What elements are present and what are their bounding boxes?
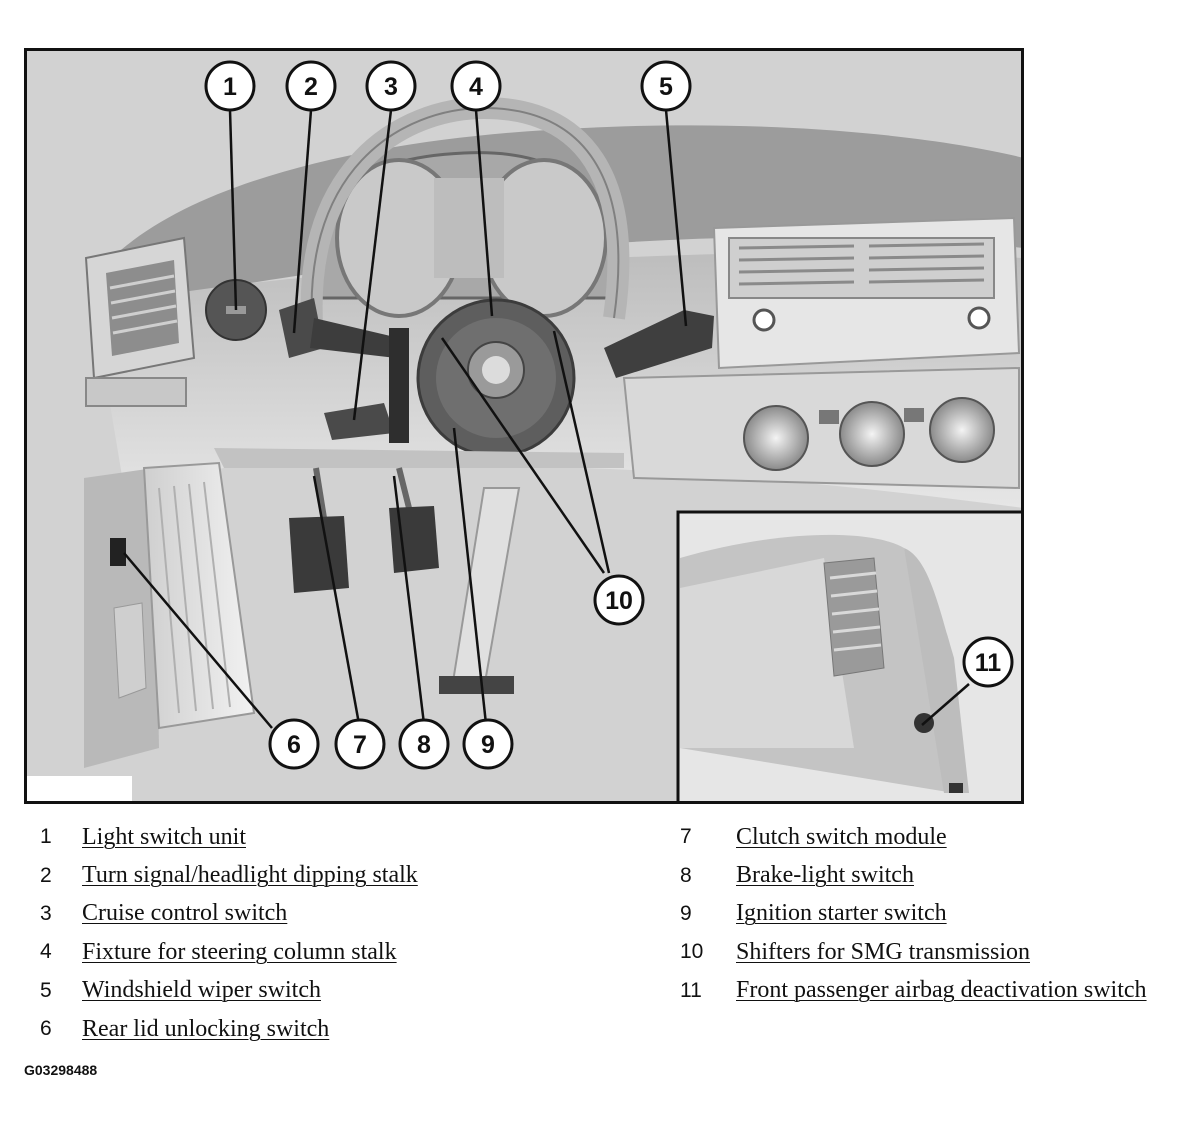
legend-label: Shifters for SMG transmission	[736, 938, 1030, 965]
legend-label: Cruise control switch	[82, 900, 288, 927]
legend-number: 5	[40, 978, 52, 1002]
figure-border	[24, 48, 1024, 804]
svg-text:2: 2	[304, 73, 318, 101]
legend-column-left: 1 Light switch unit 2 Turn signal/headli…	[40, 818, 418, 1048]
legend-label: Rear lid unlocking switch	[82, 1015, 330, 1042]
callout-2: 2	[285, 60, 337, 112]
callout-9: 9	[462, 718, 514, 770]
legend-number: 2	[40, 863, 52, 887]
inset-panel	[676, 510, 1024, 804]
legend-label: Turn signal/headlight dipping stalk	[82, 862, 418, 889]
svg-text:9: 9	[481, 731, 495, 759]
callout-11: 11	[962, 636, 1014, 688]
legend-label: Fixture for steering column stalk	[82, 938, 397, 965]
callout-6: 6	[268, 718, 320, 770]
callout-8: 8	[398, 718, 450, 770]
legend-number: 8	[680, 863, 692, 887]
center-stack	[622, 216, 1021, 490]
wiper-stalk	[604, 310, 714, 378]
svg-text:1: 1	[223, 73, 237, 101]
accelerator-pedal	[439, 487, 521, 694]
legend-number: 7	[680, 825, 692, 849]
svg-text:10: 10	[605, 587, 633, 615]
svg-text:6: 6	[287, 731, 301, 759]
legend-item: 2 Turn signal/headlight dipping stalk	[40, 856, 418, 894]
svg-text:11: 11	[975, 649, 1002, 677]
legend-number: 9	[680, 901, 692, 925]
svg-text:3: 3	[384, 73, 398, 101]
inset-air-vent	[823, 557, 885, 677]
callout-4: 4	[450, 60, 502, 112]
dashboard-diagram: 1 2 3 4 5 6 7	[24, 48, 1024, 804]
turn-signal-stalk	[279, 298, 399, 358]
legend-label: Clutch switch module	[736, 823, 947, 850]
legend-label: Windshield wiper switch	[82, 977, 321, 1004]
callout-10: 10	[593, 574, 645, 626]
legend-number: 11	[680, 978, 702, 1002]
legend-item: 7 Clutch switch module	[680, 818, 1147, 856]
legend-number: 6	[40, 1017, 52, 1041]
legend-number: 1	[40, 825, 52, 849]
legend-column-right: 7 Clutch switch module 8 Brake-light swi…	[680, 818, 1147, 1010]
legend-item: 9 Ignition starter switch	[680, 895, 1147, 933]
legend-item: 5 Windshield wiper switch	[40, 972, 418, 1010]
dashboard-illustration: 1 2 3 4 5 6 7	[24, 48, 1024, 804]
callout-7: 7	[334, 718, 386, 770]
legend-item: 4 Fixture for steering column stalk	[40, 933, 418, 971]
legend-label: Light switch unit	[82, 823, 246, 850]
callout-1: 1	[204, 60, 256, 112]
left-pillar	[84, 461, 256, 768]
legend-number: 10	[680, 940, 704, 964]
svg-text:4: 4	[469, 73, 483, 101]
brake-pedal	[389, 467, 439, 573]
svg-text:5: 5	[659, 73, 673, 101]
legend-label: Brake-light switch	[736, 862, 914, 889]
legend-item: 11 Front passenger airbag deactivation s…	[680, 972, 1147, 1010]
rear-lid-switch	[110, 538, 126, 566]
legend-item: 10 Shifters for SMG transmission	[680, 933, 1147, 971]
callout-markers: 1 2 3 4 5 6 7	[204, 60, 1014, 770]
instrument-cluster	[312, 151, 616, 318]
legend: 1 Light switch unit 2 Turn signal/headli…	[0, 818, 1200, 1078]
callout-5: 5	[640, 60, 692, 112]
legend-item: 1 Light switch unit	[40, 818, 418, 856]
steering-hub	[416, 298, 576, 458]
cruise-control-stalk	[324, 403, 394, 440]
callout-3: 3	[365, 60, 417, 112]
legend-item: 6 Rear lid unlocking switch	[40, 1010, 418, 1048]
figure-id: G03298488	[24, 1062, 98, 1078]
svg-text:7: 7	[353, 731, 367, 759]
legend-item: 3 Cruise control switch	[40, 895, 418, 933]
legend-number: 4	[40, 940, 52, 964]
clutch-pedal	[289, 467, 349, 593]
legend-item: 8 Brake-light switch	[680, 856, 1147, 894]
label-patch	[24, 776, 132, 804]
left-air-vent	[84, 236, 196, 407]
svg-text:8: 8	[417, 731, 431, 759]
legend-number: 3	[40, 901, 52, 925]
legend-label: Front passenger airbag deactivation swit…	[736, 977, 1147, 1004]
legend-label: Ignition starter switch	[736, 900, 947, 927]
leader-lines	[123, 109, 970, 729]
column-switch-block	[389, 328, 409, 443]
